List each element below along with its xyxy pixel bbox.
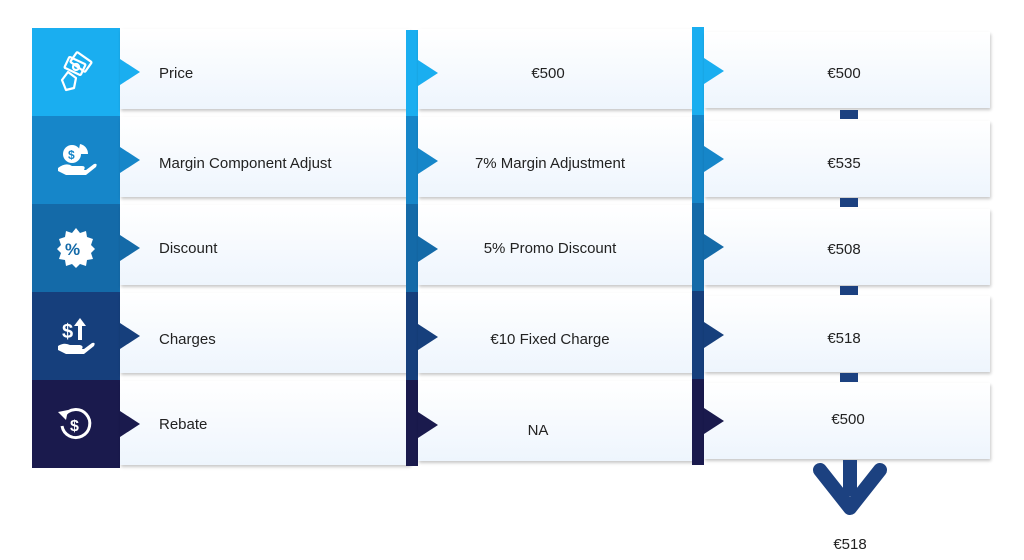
adjustment-pointer <box>418 324 438 350</box>
adjustment-pointer <box>418 60 438 86</box>
result-strip-segment <box>692 291 704 379</box>
row-pointer <box>120 235 140 261</box>
adjustment-pointer <box>418 148 438 174</box>
adjustment-value-margin: 7% Margin Adjustment <box>474 154 626 172</box>
row-pointer <box>120 323 140 349</box>
svg-text:%: % <box>65 240 80 259</box>
adjustment-pointer <box>418 236 438 262</box>
rebate-cycle-icon: $ <box>58 408 92 440</box>
label-card-charges <box>120 293 410 373</box>
label-card-rebate <box>120 381 410 465</box>
row-pointer <box>120 411 140 437</box>
result-pointer <box>704 146 724 172</box>
adjustment-strip-segment <box>406 116 418 204</box>
result-strip-segment <box>692 203 704 291</box>
adjustment-value-price: €500 <box>531 64 565 82</box>
adjustment-value-rebate: NA <box>527 421 549 439</box>
money-bills-icon <box>60 51 93 92</box>
adjustment-card-rebate <box>418 381 696 461</box>
result-value-charges: €518 <box>827 329 861 347</box>
label-card-discount <box>120 205 410 285</box>
svg-text:$: $ <box>62 321 73 343</box>
result-value-price: €500 <box>827 64 861 82</box>
result-pointer <box>704 58 724 84</box>
row-label-rebate: Rebate <box>159 415 208 433</box>
result-card-rebate <box>704 383 990 459</box>
row-pointer <box>120 59 140 85</box>
final-price-value: €518 <box>833 536 867 553</box>
adjustment-pointer <box>418 412 438 438</box>
label-card-price <box>120 29 410 109</box>
adjustment-card-price <box>418 29 696 109</box>
result-connector <box>840 286 858 295</box>
result-pointer <box>704 322 724 348</box>
result-connector <box>840 198 858 207</box>
down-arrow-icon <box>813 460 887 515</box>
label-card-margin <box>120 117 410 197</box>
row-icon-box-price <box>32 28 120 116</box>
result-pointer <box>704 408 724 434</box>
adjustment-card-discount <box>418 205 696 285</box>
result-card-price <box>704 32 990 108</box>
result-strip-segment <box>692 115 704 203</box>
adjustment-card-charges <box>418 293 696 373</box>
row-icon-box-discount: % <box>32 204 120 292</box>
result-connector <box>840 110 858 119</box>
row-icon-box-rebate: $ <box>32 380 120 468</box>
row-label-margin: Margin Component Adjust <box>159 154 332 172</box>
row-icon-box-charges: $ <box>32 292 120 380</box>
result-strip-segment <box>692 379 704 465</box>
adjustment-strip-segment <box>406 380 418 466</box>
adjustment-strip-segment <box>406 204 418 292</box>
row-pointer <box>120 147 140 173</box>
result-card-charges <box>704 296 990 372</box>
row-label-charges: Charges <box>159 330 216 348</box>
percent-badge-icon: % <box>57 228 95 268</box>
adjustment-card-margin <box>418 117 696 197</box>
adjustment-strip-segment <box>406 30 418 116</box>
result-value-discount: €508 <box>827 240 861 258</box>
adjustment-value-discount: 5% Promo Discount <box>483 239 617 257</box>
result-value-rebate: €500 <box>831 410 865 428</box>
result-connector <box>840 373 858 382</box>
result-card-margin <box>704 121 990 197</box>
result-value-margin: €535 <box>827 154 861 172</box>
dollar-up-hand-icon: $ <box>58 318 95 354</box>
svg-text:$: $ <box>68 148 75 162</box>
result-pointer <box>704 234 724 260</box>
hand-coin-pie-icon: $ <box>58 144 97 175</box>
row-label-price: Price <box>159 64 194 82</box>
result-strip-segment <box>692 27 704 115</box>
adjustment-value-charges: €10 Fixed Charge <box>490 330 610 348</box>
row-label-discount: Discount <box>159 239 218 257</box>
row-icon-box-margin: $ <box>32 116 120 204</box>
adjustment-strip-segment <box>406 292 418 380</box>
result-card-discount <box>704 209 990 285</box>
svg-text:$: $ <box>70 418 79 435</box>
